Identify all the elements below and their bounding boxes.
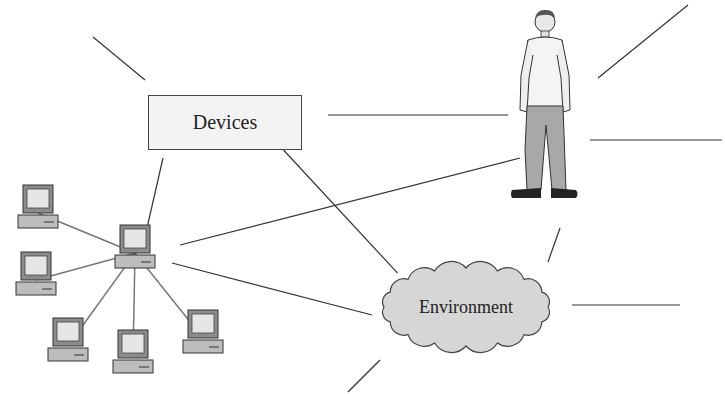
computer-icon [113, 330, 153, 373]
computer-icon [183, 310, 223, 353]
computer-network [16, 185, 223, 373]
computer-icon [18, 185, 58, 228]
cloud-shape: Environment [376, 260, 556, 354]
device-box: Devices [148, 95, 302, 150]
computer-icon [115, 225, 155, 268]
relation-line [572, 304, 680, 305]
relation-line [147, 158, 163, 228]
relation-line [548, 228, 560, 262]
computer-icon [16, 252, 56, 295]
relation-line [348, 360, 380, 392]
relation-line [180, 158, 520, 245]
node-label: Environment [419, 297, 513, 318]
node-label: Devices [193, 111, 257, 134]
relation-line [172, 263, 372, 315]
relation-line [590, 139, 722, 140]
computer-icon [48, 318, 88, 361]
relation-line [284, 150, 398, 273]
relation-line [598, 5, 688, 78]
person-figure [511, 10, 578, 198]
relation-line [328, 114, 508, 115]
relation-lines [93, 5, 722, 392]
relation-line [93, 37, 145, 80]
